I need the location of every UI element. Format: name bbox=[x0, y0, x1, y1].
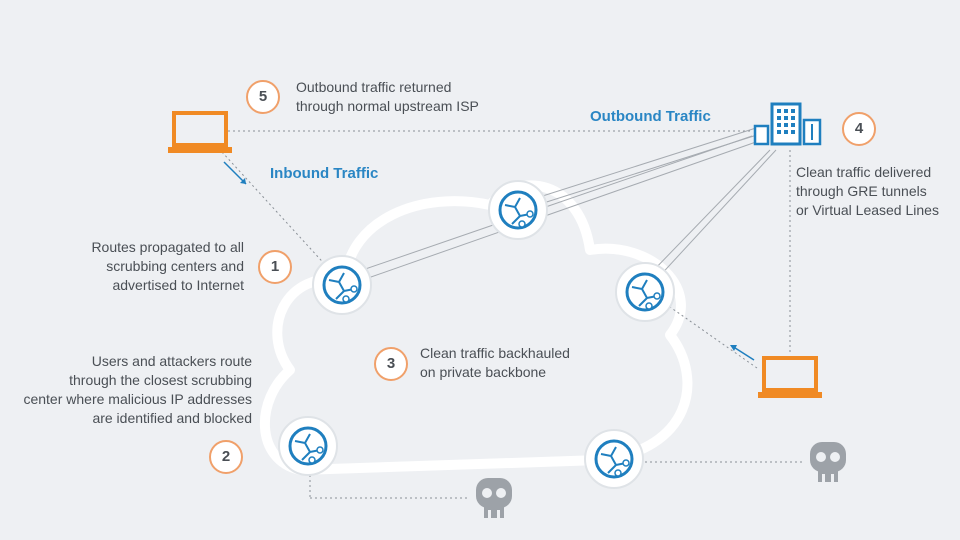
laptop-icon bbox=[168, 111, 232, 153]
scrubbing-center-icon bbox=[311, 254, 373, 316]
inbound-arrow-right bbox=[730, 345, 755, 361]
gre-tunnels bbox=[344, 127, 777, 285]
step-badge-2: 2 bbox=[209, 440, 243, 474]
inbound-arrow bbox=[223, 161, 247, 185]
step-2-text: Users and attackers route through the cl… bbox=[23, 353, 252, 426]
step-badge-3: 3 bbox=[374, 347, 408, 381]
inbound-line bbox=[221, 151, 331, 271]
step-badge-1: 1 bbox=[258, 250, 292, 284]
step-5-text: Outbound traffic returned through normal… bbox=[296, 79, 479, 114]
scrubbing-center-icon bbox=[614, 261, 676, 323]
step-1-text: Routes propagated to all scrubbing cente… bbox=[91, 239, 244, 293]
step-3-text: Clean traffic backhauled on private back… bbox=[420, 345, 570, 380]
inbound-traffic-label: Inbound Traffic bbox=[270, 165, 379, 182]
scrubbing-center-icon bbox=[487, 179, 549, 241]
scrubbing-center-icon bbox=[277, 415, 339, 477]
laptop-icon bbox=[758, 356, 822, 398]
step-badge-5: 5 bbox=[246, 80, 280, 114]
outbound-traffic-label: Outbound Traffic bbox=[590, 108, 711, 125]
skull-icon bbox=[476, 478, 512, 518]
building-icon bbox=[753, 102, 822, 146]
step-badge-4: 4 bbox=[842, 112, 876, 146]
scrubbing-center-icon bbox=[583, 428, 645, 490]
skull-icon bbox=[810, 442, 846, 482]
step-4-text: Clean traffic delivered through GRE tunn… bbox=[796, 164, 939, 218]
